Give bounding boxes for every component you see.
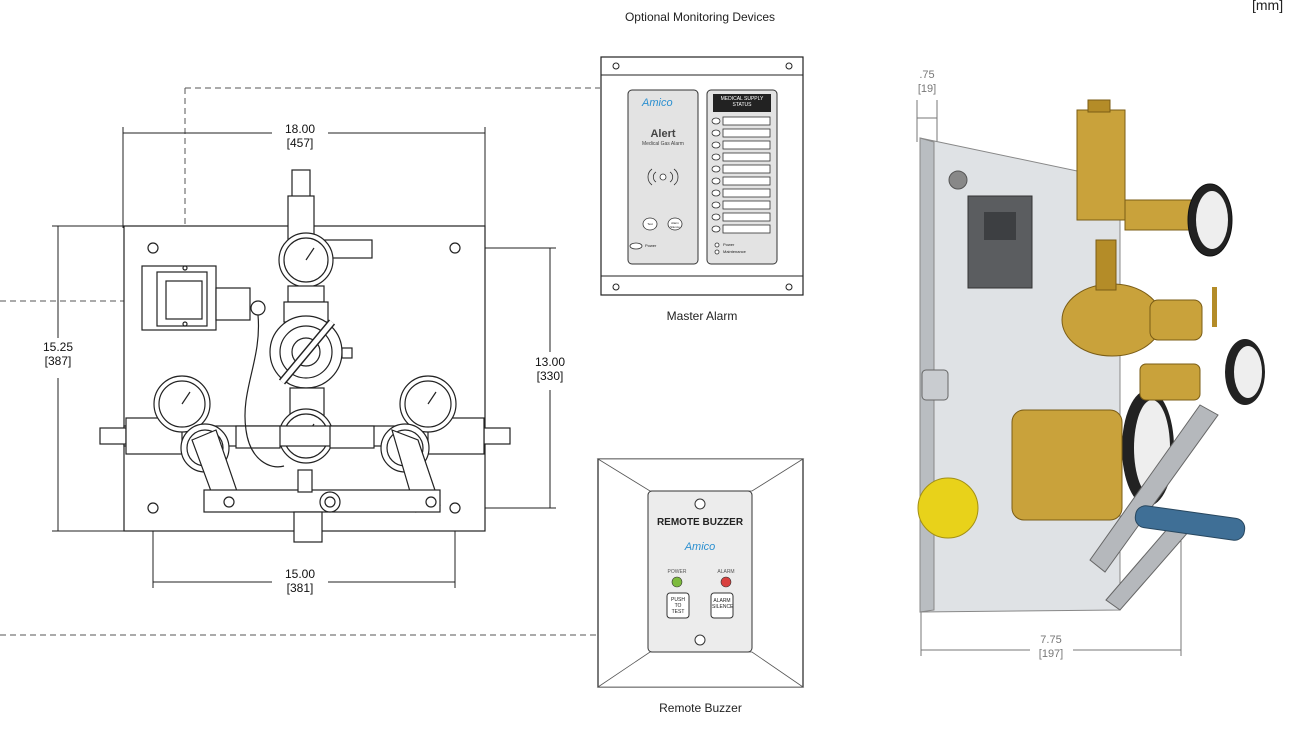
dim-height: 15.25 [387] — [30, 340, 86, 368]
master-alarm-title: Alert — [650, 128, 676, 140]
master-alarm-legend-maintenance: Maintenance — [723, 249, 746, 254]
dim-hole-horizontal: 15.00 [381] — [262, 567, 338, 595]
dim-thickness-value: .75 — [919, 69, 935, 81]
remote-buzzer-power-label: POWER — [667, 569, 687, 575]
dim-thickness-metric: [19] — [917, 83, 937, 95]
remote-buzzer-alarm-label: ALARM — [717, 569, 735, 575]
dim-height-value: 15.25 — [42, 340, 74, 354]
dim-thickness: .75 [19] — [907, 68, 947, 96]
dim-depth-value: 7.75 — [1040, 634, 1062, 646]
remote-buzzer-title: REMOTE BUZZER — [656, 517, 744, 528]
dim-hole-horizontal-metric: [381] — [286, 581, 314, 595]
dim-hole-horizontal-value: 15.00 — [284, 567, 316, 581]
dim-hole-vertical-metric: [330] — [536, 369, 564, 383]
dim-width-metric: [457] — [286, 136, 314, 150]
remote-buzzer-silence-button[interactable]: ALARM SILENCE — [712, 598, 734, 610]
dim-width-value: 18.00 — [284, 122, 316, 136]
dim-width: 18.00 [457] — [262, 122, 338, 150]
master-alarm-test-button[interactable]: Test — [647, 222, 653, 226]
units-label: [mm] — [1252, 0, 1284, 13]
remote-buzzer-test-button[interactable]: PUSH TO TEST — [671, 597, 685, 615]
dim-depth-metric: [197] — [1038, 648, 1064, 660]
master-alarm-caption: Master Alarm — [666, 309, 738, 323]
dim-height-metric: [387] — [44, 354, 72, 368]
remote-buzzer-brand: Amico — [684, 541, 716, 553]
monitoring-header: Optional Monitoring Devices — [624, 10, 776, 24]
master-alarm-brand: Amico — [642, 97, 673, 109]
manifold-side-view — [916, 99, 1265, 656]
master-alarm-power-label: Power — [645, 243, 657, 248]
dim-hole-vertical-value: 13.00 — [534, 355, 566, 369]
master-alarm-silence-button[interactable]: Alarm Silence — [670, 221, 680, 229]
master-alarm-legend-power: Power — [723, 242, 735, 247]
master-alarm-subtitle: Medical Gas Alarm — [642, 141, 684, 147]
dim-depth: 7.75 [197] — [1022, 633, 1080, 661]
remote-buzzer-device — [596, 458, 805, 688]
master-alarm-device — [600, 56, 804, 296]
master-alarm-status-header: MEDICAL SUPPLY STATUS — [720, 96, 764, 108]
dim-hole-vertical: 13.00 [330] — [522, 355, 578, 383]
manifold-components — [99, 169, 511, 543]
remote-buzzer-caption: Remote Buzzer — [659, 701, 742, 715]
